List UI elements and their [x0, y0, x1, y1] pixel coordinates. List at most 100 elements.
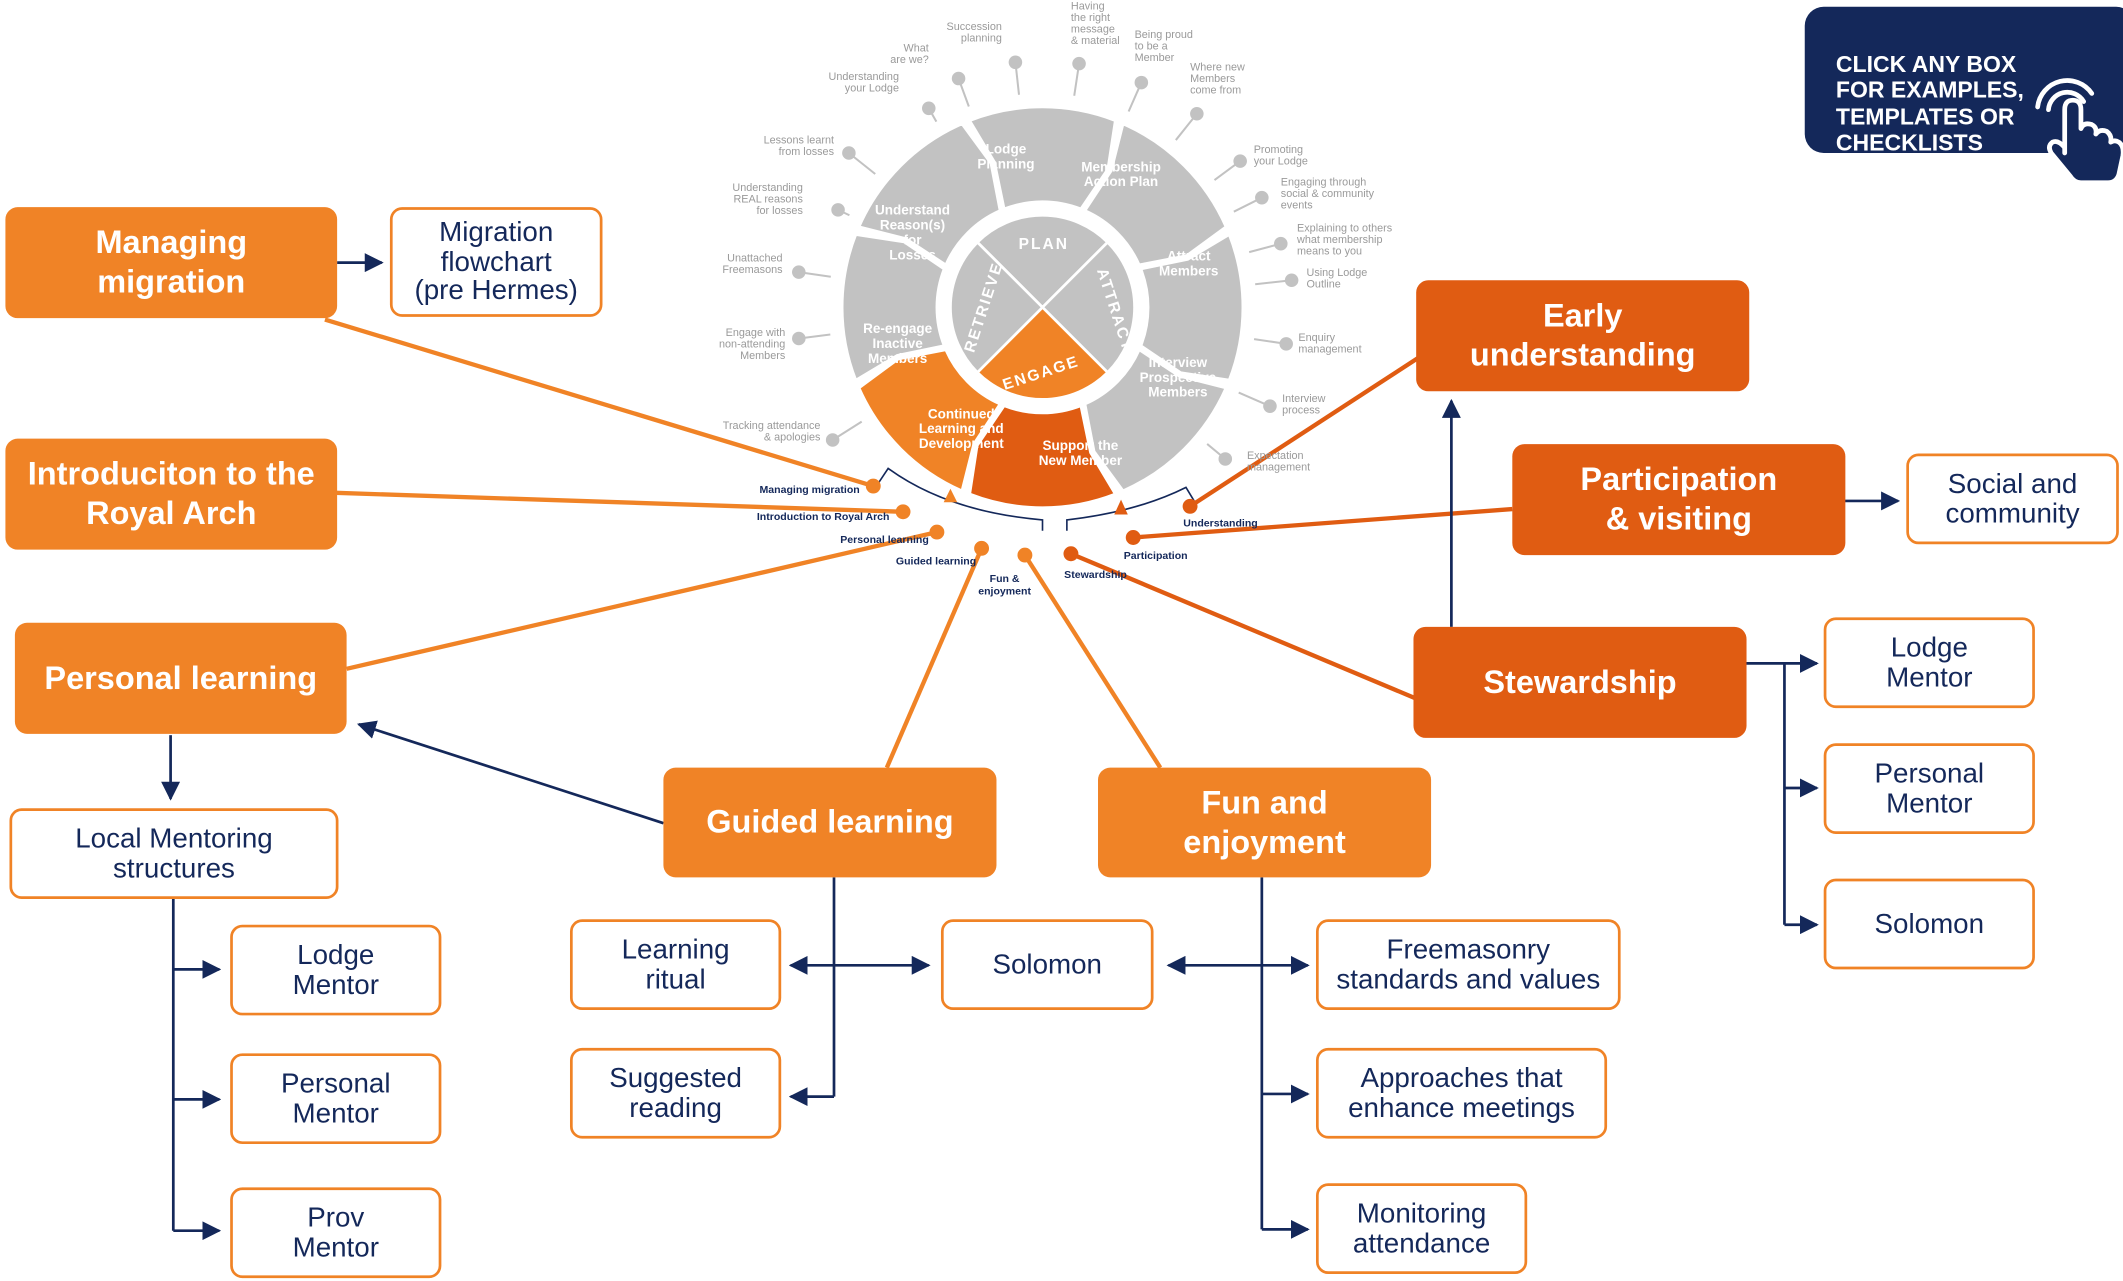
outer-bubble — [831, 203, 845, 217]
connector-dot — [929, 524, 945, 540]
pl-lodge-mentor-box[interactable]: Lodge Mentor — [230, 924, 442, 1016]
bracket-pointer-right — [1114, 499, 1128, 515]
connector-dot — [895, 504, 911, 520]
bracket-pointer-left — [943, 488, 958, 503]
outer-bubble — [1279, 337, 1293, 351]
connector-dot — [1182, 498, 1198, 514]
engage-bracket-left — [876, 467, 1044, 531]
outer-bubble — [1190, 106, 1204, 121]
hub-quadrant-engage — [975, 305, 1110, 401]
line-stewardship — [1070, 551, 1418, 701]
st-solomon-box[interactable]: Solomon — [1823, 878, 2035, 970]
outer-bubble — [792, 331, 806, 346]
approaches-meetings-box[interactable]: Approaches that enhance meetings — [1315, 1047, 1608, 1139]
hub-quadrant-plan — [975, 213, 1110, 310]
line-personal-learning — [346, 529, 938, 671]
hub-quadrant-attract — [1040, 240, 1136, 375]
outer-bubble — [1233, 154, 1247, 168]
hub-quadrant-retrieve — [949, 240, 1045, 375]
arrow-guided-to-personal — [356, 720, 664, 825]
connector-label: Stewardship — [1064, 569, 1127, 581]
participation-visiting-box[interactable]: Participation & visiting — [1512, 444, 1846, 556]
connector-dot — [1017, 547, 1033, 563]
connector-dot — [865, 478, 881, 494]
segment-lodge-planning — [967, 105, 1117, 211]
line-guided-learning — [884, 547, 984, 769]
tap-hand-icon — [2035, 78, 2123, 186]
line-fun-enjoyment — [1023, 553, 1163, 769]
suggested-reading-box[interactable]: Suggested reading — [569, 1047, 782, 1139]
wheel-bubbles — [792, 55, 1299, 466]
outer-bubble — [1263, 399, 1277, 413]
outer-bubble — [1134, 75, 1149, 90]
line-early-understanding — [1188, 355, 1421, 509]
outer-bubble — [1274, 236, 1288, 251]
connector-dot — [974, 540, 990, 556]
line-managing-migration — [324, 317, 874, 489]
solomon-center-box[interactable]: Solomon — [940, 919, 1154, 1011]
local-mentoring-box[interactable]: Local Mentoring structures — [9, 808, 339, 899]
st-personal-mentor-box[interactable]: Personal Mentor — [1823, 743, 2035, 835]
monitoring-attendance-box[interactable]: Monitoring attendance — [1315, 1183, 1528, 1275]
segment-re-engage-inactive — [840, 233, 946, 383]
connector-dot — [1063, 546, 1079, 562]
freemasonry-standards-box[interactable]: Freemasonry standards and values — [1315, 919, 1621, 1011]
segment-support-new-member — [968, 403, 1118, 509]
personal-learning-box[interactable]: Personal learning — [14, 622, 347, 734]
outer-bubble — [1255, 190, 1269, 205]
outer-bubble — [1218, 452, 1233, 466]
connector-label: Understanding — [1183, 518, 1257, 530]
fun-enjoyment-box[interactable]: Fun and enjoyment — [1098, 767, 1432, 878]
outer-bubble — [1008, 55, 1023, 70]
social-community-box[interactable]: Social and community — [1906, 453, 2119, 545]
cta-label: CLICK ANY BOX FOR EXAMPLES, TEMPLATES OR… — [1835, 50, 2024, 156]
managing-migration-box[interactable]: Managing migration — [5, 207, 338, 319]
wheel-segments — [840, 105, 1245, 509]
intro-royal-arch-box[interactable]: Introduciton to the Royal Arch — [5, 438, 338, 550]
segment-attract-members — [1139, 232, 1245, 382]
migration-flowchart-box[interactable]: Migration flowchart (pre Hermes) — [389, 207, 603, 317]
engage-bracket-right — [1066, 486, 1195, 531]
segment-continued-learning — [857, 348, 1003, 493]
guided-learning-box[interactable]: Guided learning — [663, 767, 997, 878]
connector-label: Personal learning — [840, 534, 929, 546]
pl-personal-mentor-box[interactable]: Personal Mentor — [230, 1053, 442, 1145]
outer-bubble — [792, 265, 806, 279]
connector-label: Managing migration — [760, 484, 860, 496]
connector-dot — [1125, 530, 1141, 545]
learning-ritual-box[interactable]: Learning ritual — [569, 919, 782, 1011]
line-participation — [1133, 506, 1513, 540]
st-lodge-mentor-box[interactable]: Lodge Mentor — [1823, 617, 2035, 709]
line-royal-arch — [335, 490, 904, 514]
early-understanding-box[interactable]: Early understanding — [1416, 280, 1750, 392]
stewardship-box[interactable]: Stewardship — [1413, 626, 1747, 738]
segment-interview-prospective — [1083, 347, 1228, 493]
outer-label: Tracking attendance& apologies — [723, 420, 821, 444]
outer-bubble — [825, 433, 840, 447]
pl-prov-mentor-box[interactable]: Prov Mentor — [230, 1187, 442, 1279]
click-any-box-banner[interactable]: CLICK ANY BOX FOR EXAMPLES, TEMPLATES OR… — [1804, 6, 2123, 186]
